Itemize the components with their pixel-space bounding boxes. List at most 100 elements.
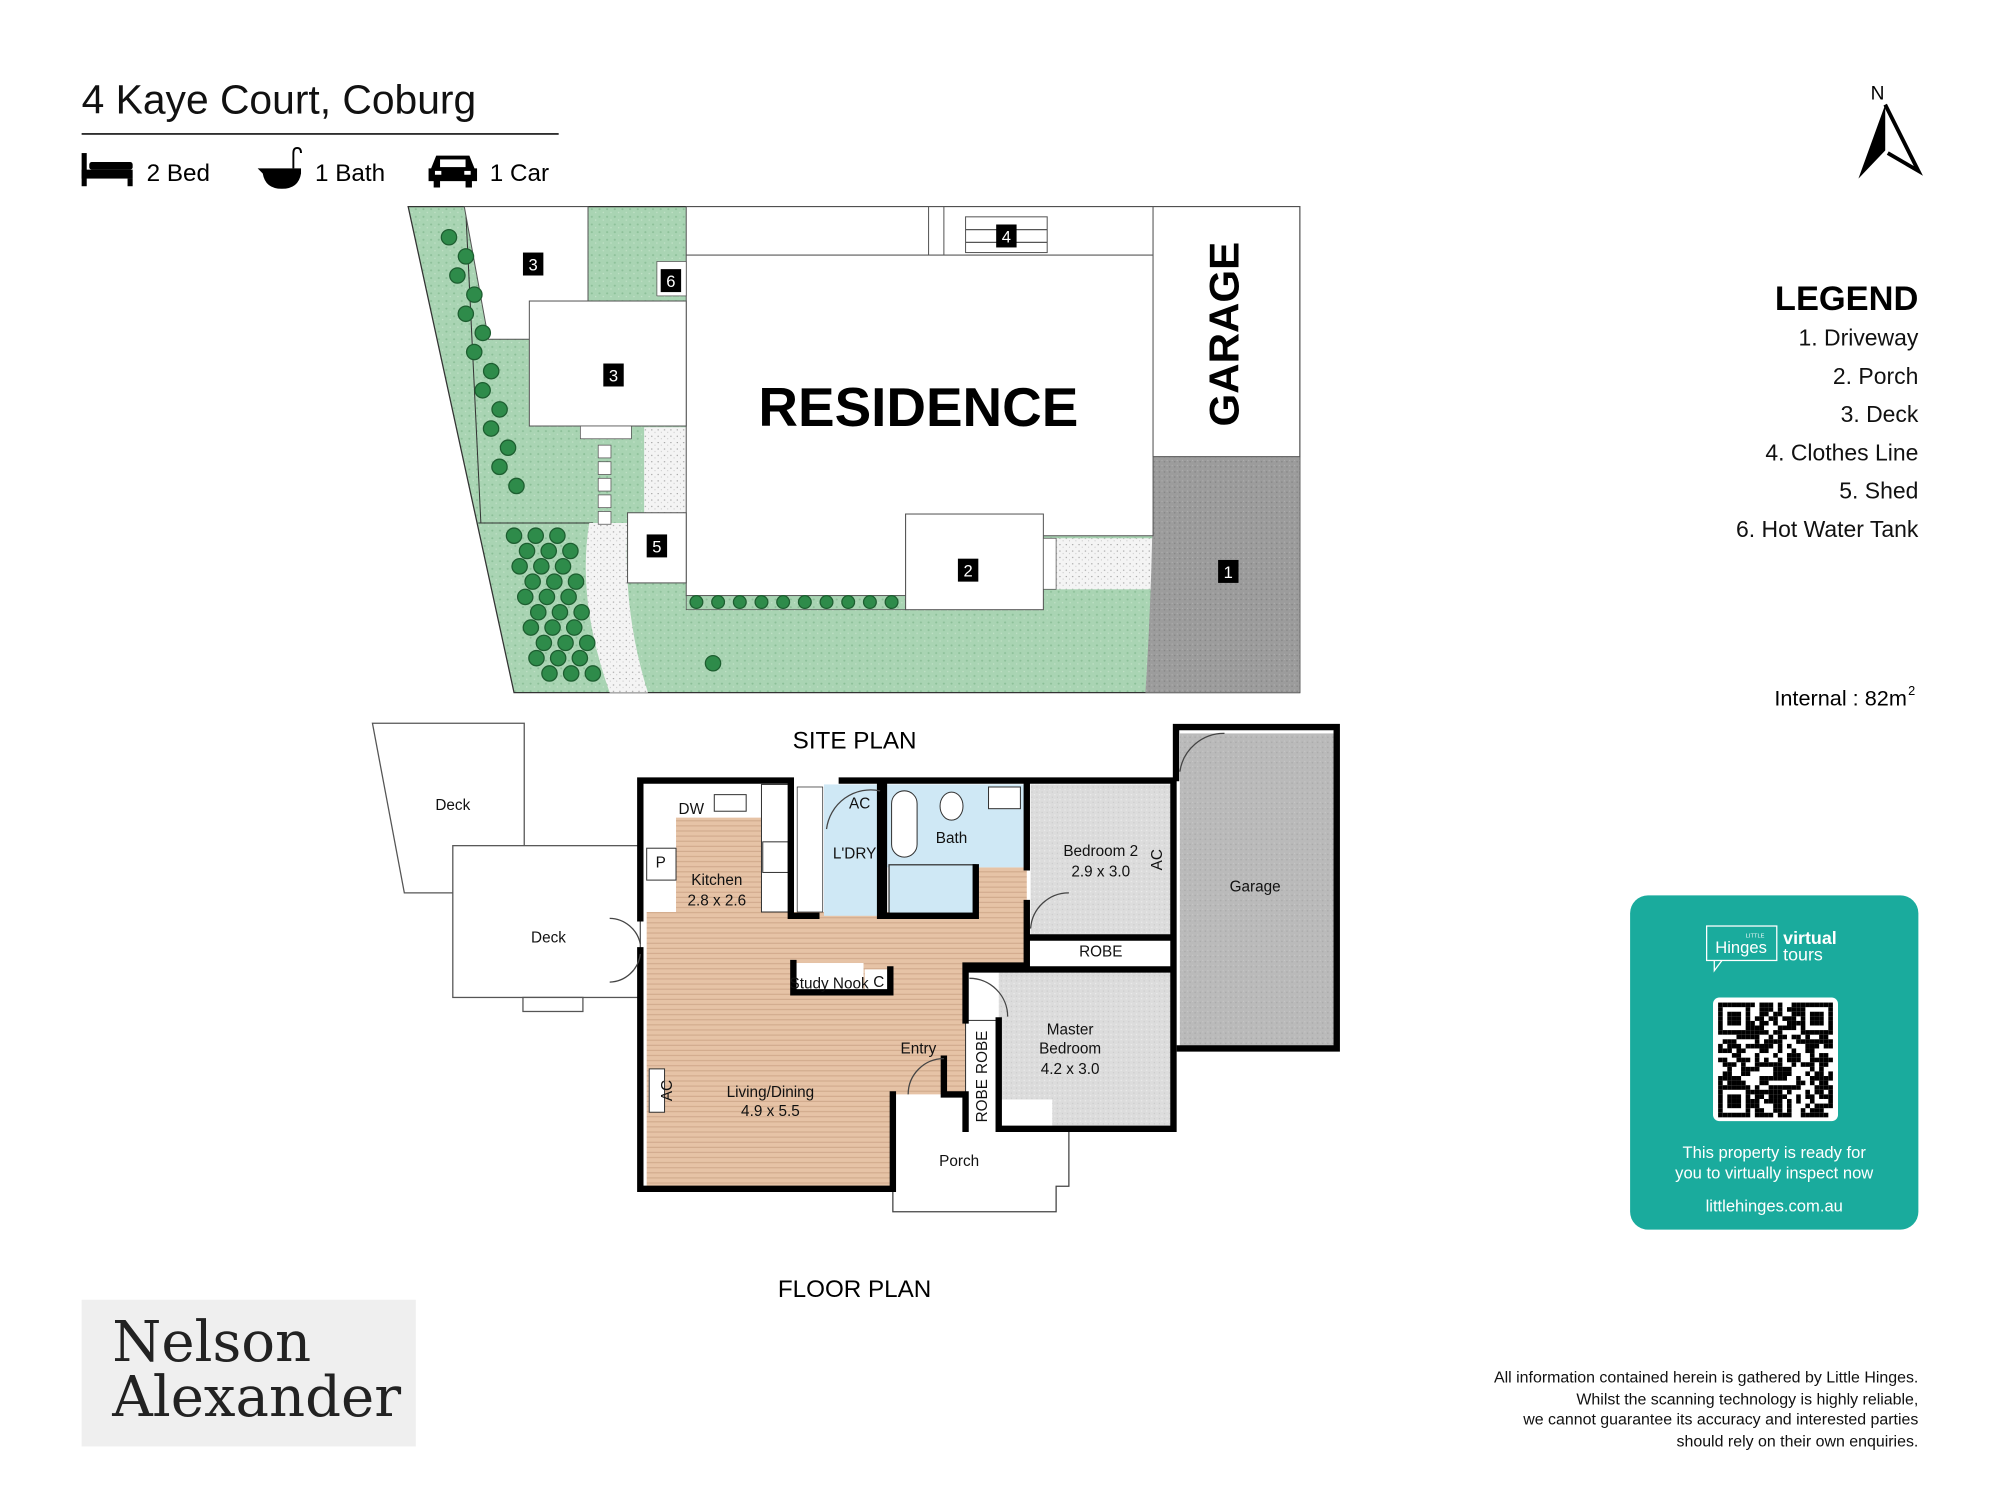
legend-item: 3. Deck (1841, 401, 1919, 427)
legend-badge: 4 (996, 224, 1017, 248)
disclaimer: All information contained herein is gath… (1494, 1370, 1918, 1451)
badge-number: 1 (1224, 563, 1233, 582)
disclaimer-line: Whilst the scanning technology is highly… (1576, 1391, 1918, 1408)
tree-icon (449, 267, 466, 284)
badge-number: 3 (529, 255, 538, 274)
deck-lower (452, 845, 641, 999)
area-unit-superscript: 2 (1908, 683, 1915, 698)
legend-badge: 5 (646, 534, 668, 558)
tree-icon (689, 595, 704, 610)
tree-icon (573, 603, 590, 621)
dishwasher-label: DW (679, 801, 705, 818)
garage-label: GARAGE (1201, 242, 1248, 427)
tree-icon (522, 619, 540, 636)
tree-icon (482, 420, 500, 437)
kitchen-label: Kitchen (691, 872, 742, 889)
tree-icon (560, 588, 577, 606)
tree-icon (491, 458, 508, 476)
legend-badge: 1 (1218, 559, 1239, 583)
tree-icon (465, 343, 483, 361)
brand-name: Hinges (1715, 938, 1767, 957)
tree-icon (457, 305, 475, 323)
floor-plan-caption: FLOOR PLAN (778, 1276, 931, 1303)
tree-icon (457, 248, 475, 265)
tree-icon (546, 573, 563, 590)
legend-title: LEGEND (1775, 280, 1918, 318)
garage-footprint (1152, 206, 1301, 458)
tree-icon (797, 595, 812, 610)
tree-icon (819, 595, 834, 610)
bedroom2-dimensions: 2.9 x 3.0 (1071, 863, 1130, 880)
legend-item: 6. Hot Water Tank (1736, 516, 1919, 542)
tree-icon (862, 595, 877, 610)
cupboard-label: C (873, 974, 884, 991)
tree-icon (584, 665, 602, 682)
tree-icon (571, 649, 589, 667)
legend-badge: 3 (522, 252, 544, 276)
tree-icon (491, 401, 508, 418)
robe-label: ROBE (974, 1031, 991, 1074)
tree-icon (562, 542, 579, 560)
disclaimer-line: we cannot guarantee its accuracy and int… (1522, 1412, 1918, 1429)
tree-icon (544, 619, 561, 636)
tree-icon (557, 634, 574, 652)
agency-name-line2: Alexander (111, 1365, 401, 1430)
legend-item: 4. Clothes Line (1765, 439, 1918, 465)
laundry-ac-label: AC (849, 796, 870, 813)
legend-item: 5. Shed (1839, 478, 1918, 504)
robe-label: ROBE (1079, 944, 1122, 961)
tree-icon (524, 573, 541, 590)
brand-tours: tours (1783, 944, 1823, 964)
car-count: 1 Car (490, 160, 549, 187)
promo-line-1: This property is ready for (1683, 1143, 1867, 1162)
qr-code[interactable] (1718, 1002, 1833, 1118)
stepping-stone (597, 461, 612, 475)
tree-icon (482, 362, 500, 380)
badge-number: 3 (609, 366, 618, 385)
tree-icon (549, 527, 566, 545)
master-bedroom-dimensions: 4.2 x 3.0 (1041, 1061, 1100, 1078)
tree-icon (533, 558, 550, 575)
promo-line-2: you to virtually inspect now (1675, 1164, 1874, 1183)
living-dimensions: 4.9 x 5.5 (741, 1103, 800, 1120)
tree-icon (440, 228, 458, 246)
tree-icon (516, 588, 534, 606)
promo-url-link[interactable]: littlehinges.com.au (1706, 1197, 1843, 1216)
brand-virtual: virtual (1783, 928, 1837, 948)
badge-number: 6 (666, 272, 675, 291)
laundry-label: L'DRY (833, 845, 876, 862)
tree-icon (541, 665, 558, 682)
tree-icon (518, 542, 536, 560)
tree-icon (841, 595, 856, 610)
disclaimer-line: All information contained herein is gath… (1494, 1370, 1918, 1387)
site-plan-caption: SITE PLAN (793, 728, 917, 755)
tree-icon (578, 634, 596, 652)
residence-label: RESIDENCE (758, 376, 1078, 438)
virtual-tour-card[interactable]: LITTLE Hinges virtual tours This propert… (1630, 895, 1919, 1230)
pantry-label: P (656, 854, 666, 871)
tree-icon (511, 558, 528, 575)
stepping-stone (597, 494, 612, 509)
little-hinges-logo: LITTLE Hinges virtual tours (1705, 925, 1837, 973)
tree-icon (554, 558, 572, 575)
stepping-stone (597, 511, 612, 525)
tree-icon (704, 654, 722, 672)
bed-count: 2 Bed (147, 160, 210, 187)
tree-icon (527, 527, 545, 545)
bath-count: 1 Bath (315, 160, 385, 187)
brand-small: LITTLE (1746, 933, 1765, 939)
tree-icon (565, 619, 583, 636)
badge-number: 5 (652, 537, 661, 556)
tree-icon (540, 542, 558, 560)
legend-badge: 2 (957, 558, 979, 582)
car-icon (428, 155, 478, 188)
tree-icon (551, 603, 569, 621)
stepping-stone (597, 477, 612, 492)
legend-item: 2. Porch (1833, 363, 1918, 389)
garage-room-label: Garage (1230, 879, 1281, 896)
floor-plan: Deck Deck DW P Kitchen 2.8 x 2.6 L'DRY A… (371, 722, 1340, 1213)
tree-icon (562, 665, 580, 682)
tree-icon (884, 595, 899, 610)
tree-icon (754, 595, 769, 610)
